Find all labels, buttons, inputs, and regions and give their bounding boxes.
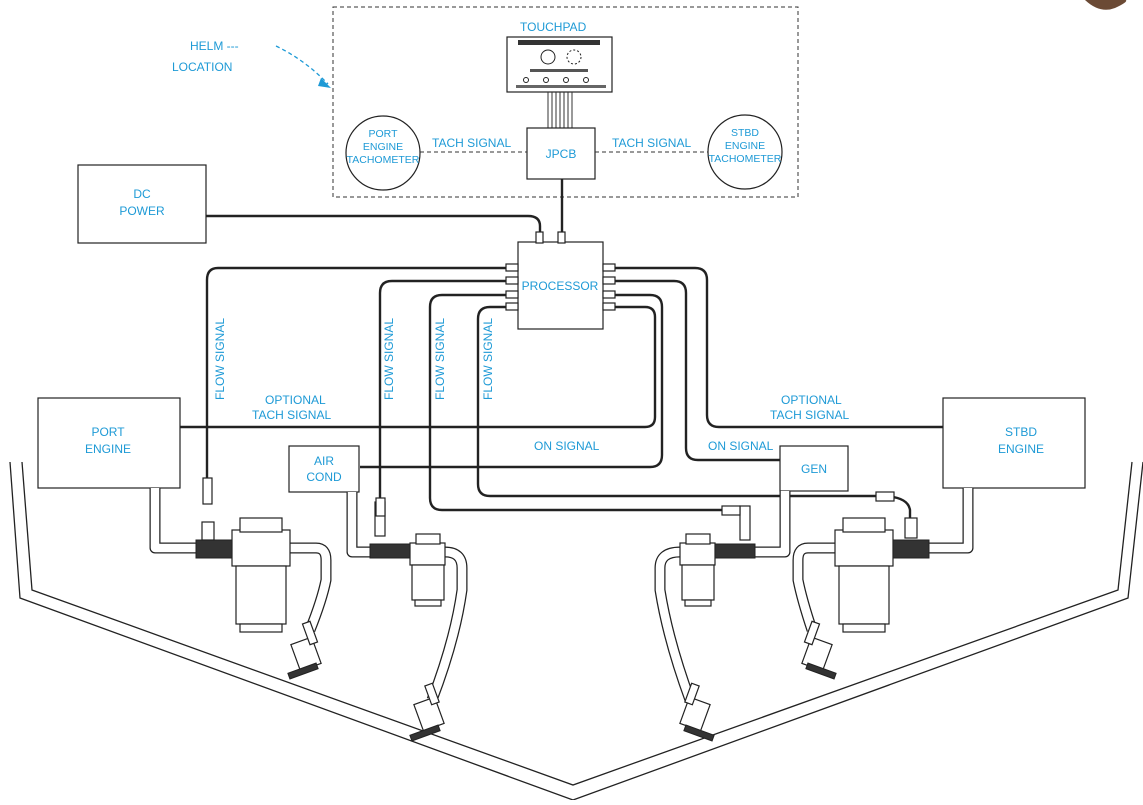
flow-signal-label-aircond: FLOW SIGNAL bbox=[382, 318, 396, 400]
port-tach-label-line1: PORT bbox=[369, 128, 399, 140]
touchpad-caption-strip bbox=[516, 85, 606, 88]
helm-arrow-head bbox=[318, 78, 331, 88]
touchpad-ribbon-cable bbox=[548, 92, 572, 128]
air-cond-label-line1: AIR bbox=[314, 454, 334, 468]
port-engine-strainer bbox=[196, 518, 290, 632]
gen-label: GEN bbox=[801, 462, 827, 476]
port-engine-seacock bbox=[288, 621, 321, 679]
air-cond-label-line2: COND bbox=[306, 470, 342, 484]
touchpad-text-strip bbox=[530, 69, 588, 72]
port-engine-label-line1: PORT bbox=[91, 425, 125, 439]
port-tach-label-line3: TACHOMETER bbox=[347, 154, 420, 166]
stbd-engine-label-line2: ENGINE bbox=[998, 442, 1044, 456]
air-cond-box[interactable] bbox=[289, 446, 359, 492]
port-tach-label-line2: ENGINE bbox=[363, 141, 403, 153]
aircond-strainer bbox=[370, 502, 445, 606]
stbd-tach-label-line3: TACHOMETER bbox=[709, 153, 782, 165]
processor-label: PROCESSOR bbox=[522, 279, 599, 293]
flow-signal-label-gen: FLOW SIGNAL bbox=[433, 318, 447, 400]
touchpad-label: TOUCHPAD bbox=[520, 20, 587, 34]
helm-pointer-arrow bbox=[276, 46, 328, 84]
stbd-engine-strainer bbox=[835, 518, 929, 632]
port-engine-label-line2: ENGINE bbox=[85, 442, 131, 456]
stbd-engine-label-line1: STBD bbox=[1005, 425, 1037, 439]
port-tach-signal-label: TACH SIGNAL bbox=[432, 136, 511, 150]
dc-power-label-line2: POWER bbox=[119, 204, 165, 218]
touchpad-header-strip bbox=[518, 40, 600, 45]
corner-fragment-image bbox=[1085, 0, 1126, 10]
gen-strainer bbox=[680, 506, 755, 606]
dc-power-label-line1: DC bbox=[133, 187, 151, 201]
jpcb-label: JPCB bbox=[546, 147, 577, 161]
flow-signal-label-stbd: FLOW SIGNAL bbox=[481, 318, 495, 400]
stbd-tach-label-line2: ENGINE bbox=[725, 140, 765, 152]
on-signal-label-gen: ON SIGNAL bbox=[708, 439, 774, 453]
optional-tach-stbd-line2: TACH SIGNAL bbox=[770, 408, 849, 422]
helm-label-line1: HELM --- bbox=[190, 39, 239, 53]
stbd-tach-signal-label: TACH SIGNAL bbox=[612, 136, 691, 150]
optional-tach-port-line1: OPTIONAL bbox=[265, 393, 326, 407]
stbd-tach-label-line1: STBD bbox=[731, 127, 759, 139]
on-signal-label-aircond: ON SIGNAL bbox=[534, 439, 600, 453]
helm-label-line2: LOCATION bbox=[172, 60, 232, 74]
optional-tach-stbd-line1: OPTIONAL bbox=[781, 393, 842, 407]
flow-signal-label-port: FLOW SIGNAL bbox=[213, 318, 227, 400]
optional-tach-port-line2: TACH SIGNAL bbox=[252, 408, 331, 422]
touchpad-device[interactable] bbox=[507, 37, 612, 92]
